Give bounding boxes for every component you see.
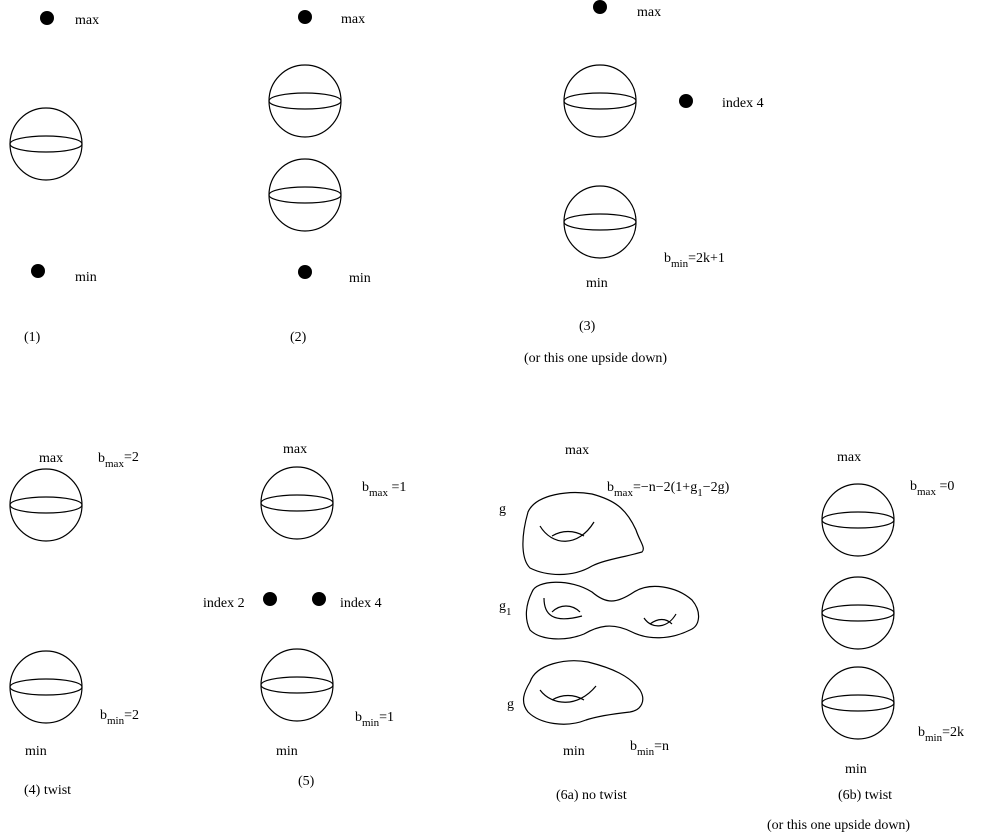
handle-curve bbox=[649, 618, 673, 625]
genus-g-bottom: g bbox=[507, 697, 514, 712]
caption: (3) bbox=[579, 319, 596, 334]
panel-2: max min (2) bbox=[268, 10, 371, 345]
index4-label: index 4 bbox=[340, 596, 382, 611]
genus-g1: g1 bbox=[499, 599, 512, 618]
index4-point bbox=[679, 94, 693, 108]
caption: (2) bbox=[290, 330, 307, 345]
min-label: min bbox=[349, 271, 371, 286]
min-label: min bbox=[563, 744, 585, 759]
panel-3: max index 4 bmin=2k+1 min (3) (or this o… bbox=[524, 0, 764, 366]
caption: (4) twist bbox=[24, 783, 71, 798]
panel-5: max bmax =1 index 2 index 4 bmin=1 min (… bbox=[203, 442, 406, 789]
b-min-label: bmin=2k+1 bbox=[664, 251, 725, 270]
sphere-top bbox=[821, 483, 895, 557]
max-label: max bbox=[837, 450, 861, 465]
max-point bbox=[298, 10, 312, 24]
caption: (1) bbox=[24, 330, 41, 345]
sphere-lower bbox=[563, 185, 637, 259]
handle-curve bbox=[539, 521, 595, 542]
caption: (6a) no twist bbox=[556, 788, 627, 803]
panel-6a: max bmax=−n−2(1+g1−2g) g g1 g min bmin=n… bbox=[499, 443, 730, 803]
b-max-label: bmax =0 bbox=[910, 479, 954, 498]
sphere-lower bbox=[9, 650, 83, 724]
sphere-upper bbox=[9, 468, 83, 542]
index2-label: index 2 bbox=[203, 596, 245, 611]
b-min-label: bmin=n bbox=[630, 739, 669, 758]
index4-point bbox=[312, 592, 326, 606]
sphere bbox=[9, 107, 83, 181]
b-min-label: bmin=2 bbox=[100, 708, 139, 727]
index4-label: index 4 bbox=[722, 96, 764, 111]
min-point bbox=[298, 265, 312, 279]
caption-note: (or this one upside down) bbox=[767, 818, 910, 833]
sphere-upper bbox=[260, 466, 334, 540]
panel-1: max min (1) bbox=[9, 11, 99, 345]
caption-note: (or this one upside down) bbox=[524, 351, 667, 366]
index2-point bbox=[263, 592, 277, 606]
surface-middle bbox=[525, 581, 700, 640]
b-max-label: bmax=2 bbox=[98, 450, 139, 470]
max-label: max bbox=[565, 443, 589, 458]
max-label: max bbox=[341, 12, 365, 27]
sphere-lower bbox=[268, 158, 342, 232]
sphere-lower bbox=[260, 648, 334, 722]
max-label: max bbox=[75, 13, 99, 28]
max-label: max bbox=[637, 5, 661, 20]
caption: (5) bbox=[298, 774, 315, 789]
b-min-label: bmin=2k bbox=[918, 725, 964, 744]
sphere-bottom bbox=[821, 666, 895, 740]
handle-curve bbox=[551, 530, 585, 537]
max-point bbox=[593, 0, 607, 14]
caption: (6b) twist bbox=[838, 788, 892, 803]
sphere-middle bbox=[821, 576, 895, 650]
min-label: min bbox=[276, 744, 298, 759]
min-label: min bbox=[845, 762, 867, 777]
handle-curve bbox=[539, 685, 597, 703]
max-label: max bbox=[39, 451, 63, 466]
min-label: min bbox=[75, 270, 97, 285]
min-label: min bbox=[25, 744, 47, 759]
surface-top bbox=[522, 491, 644, 576]
b-max-label: bmax =1 bbox=[362, 480, 406, 499]
min-point bbox=[31, 264, 45, 278]
b-min-label: bmin=1 bbox=[355, 710, 394, 729]
handle-curve bbox=[551, 694, 585, 701]
max-point bbox=[40, 11, 54, 25]
b-max-label: bmax=−n−2(1+g1−2g) bbox=[607, 480, 730, 499]
min-label: min bbox=[586, 276, 608, 291]
panel-6b: max bmax =0 bmin=2k min (6b) twist (or t… bbox=[767, 450, 964, 833]
handle-curve bbox=[643, 613, 677, 627]
handle-curve bbox=[543, 597, 583, 620]
genus-g-top: g bbox=[499, 502, 506, 517]
sphere-upper bbox=[563, 64, 637, 138]
surface-bottom bbox=[522, 660, 644, 725]
handle-curve bbox=[551, 605, 581, 613]
panel-4: max bmax=2 bmin=2 min (4) twist bbox=[9, 450, 139, 798]
max-label: max bbox=[283, 442, 307, 457]
sphere-upper bbox=[268, 64, 342, 138]
